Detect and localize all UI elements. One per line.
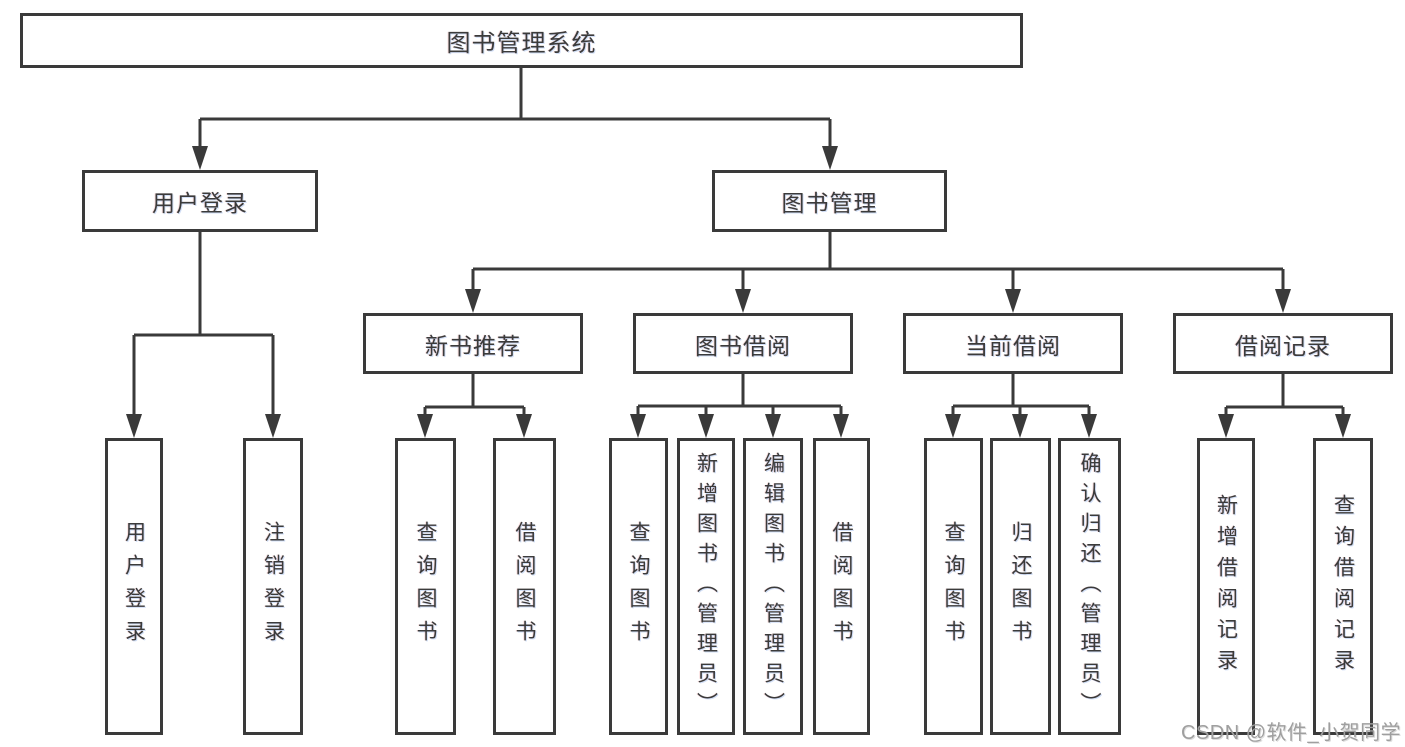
leaf-label: 查询图书 — [414, 520, 437, 653]
csdn-watermark: CSDN @软件_小贺同学 — [1181, 722, 1402, 744]
leaf-label: 借阅图书 — [513, 520, 536, 653]
leaf-logout: 注销登录 — [243, 438, 303, 735]
leaf-label: 归还图书 — [1009, 520, 1032, 653]
leaf-nb-borrow-books: 借阅图书 — [493, 438, 556, 735]
leaf-label: 新增借阅记录 — [1214, 493, 1238, 680]
leaf-label: 编辑图书（管理员） — [761, 451, 785, 722]
leaf-label: 新增图书（管理员） — [694, 451, 718, 722]
leaf-user-login: 用户登录 — [105, 438, 163, 735]
leaf-bb-borrow-books: 借阅图书 — [813, 438, 870, 735]
leaf-cb-confirm-return-admin: 确认归还（管理员） — [1058, 438, 1121, 735]
leaf-bb-edit-books-admin: 编辑图书（管理员） — [743, 438, 803, 735]
leaf-label: 确认归还（管理员） — [1078, 451, 1101, 722]
leaf-cb-query-books: 查询图书 — [924, 438, 983, 735]
node-user-login: 用户登录 — [82, 170, 318, 232]
node-book-borrow: 图书借阅 — [633, 313, 853, 374]
leaf-label: 查询图书 — [627, 520, 650, 653]
leaf-br-add-record: 新增借阅记录 — [1197, 438, 1255, 735]
leaf-label: 查询借阅记录 — [1331, 493, 1355, 680]
connector-new-book-children — [417, 374, 532, 438]
node-root: 图书管理系统 — [20, 13, 1023, 68]
leaf-br-query-record: 查询借阅记录 — [1313, 438, 1373, 735]
node-new-book-recommend: 新书推荐 — [363, 313, 583, 374]
connector-user-login-children — [126, 232, 281, 438]
leaf-bb-query-books: 查询图书 — [609, 438, 668, 735]
connector-borrow-record-children — [1218, 374, 1351, 438]
connector-root-to-branches — [192, 68, 838, 170]
connector-book-borrow-children — [630, 374, 849, 438]
leaf-bb-add-books-admin: 新增图书（管理员） — [677, 438, 735, 735]
connector-current-borrow-children — [945, 374, 1097, 438]
connector-book-management-children — [465, 232, 1291, 313]
leaf-label: 注销登录 — [261, 520, 285, 653]
leaf-label: 用户登录 — [122, 520, 146, 653]
node-borrow-record: 借阅记录 — [1173, 313, 1393, 374]
leaf-nb-query-books: 查询图书 — [395, 438, 456, 735]
leaf-cb-return-books: 归还图书 — [990, 438, 1051, 735]
node-book-management: 图书管理 — [712, 170, 947, 232]
leaf-label: 借阅图书 — [830, 520, 853, 653]
leaf-label: 查询图书 — [942, 520, 965, 653]
node-current-borrow: 当前借阅 — [903, 313, 1123, 374]
